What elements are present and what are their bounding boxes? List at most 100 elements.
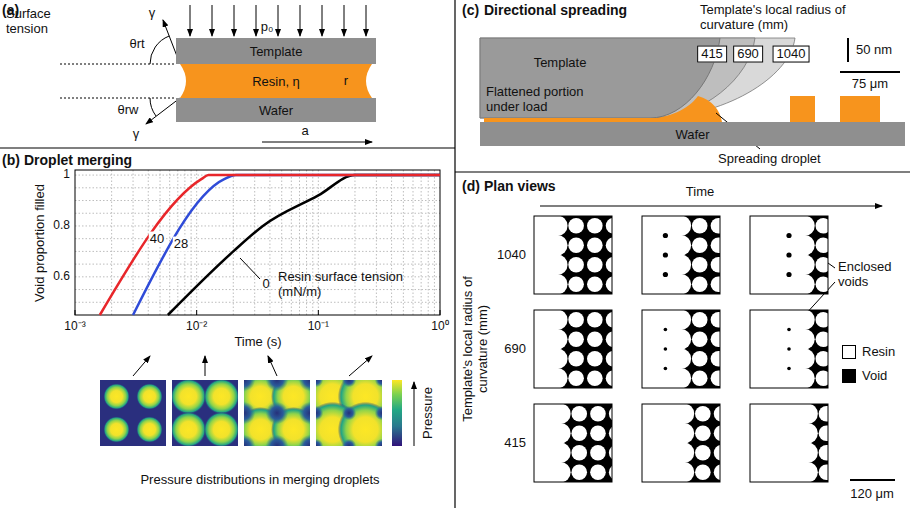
circle-part: [571, 464, 587, 480]
circle-part: [204, 380, 238, 414]
pressure-map: [100, 380, 166, 446]
circle-part: [316, 439, 323, 446]
plan-view: [642, 310, 720, 388]
plan-view-border: [642, 310, 720, 388]
legend-swatch: [842, 345, 856, 359]
color-bar: [392, 380, 402, 446]
figure-label: Time: [686, 185, 714, 200]
rect-part: [840, 96, 880, 122]
circle-part: [794, 310, 814, 330]
circle-part: [103, 416, 129, 442]
figure-label: 75 μm: [852, 77, 888, 92]
plan-view-border: [642, 216, 720, 294]
axis-tick: [75, 310, 76, 315]
circle-part: [692, 351, 708, 367]
circle-part: [819, 425, 828, 441]
circle-part: [671, 235, 691, 255]
grid-line: [233, 170, 234, 315]
circle-part: [587, 276, 603, 292]
grid-line: [75, 200, 440, 201]
line-part: [847, 38, 849, 62]
line-part: [146, 98, 180, 124]
plan-views: [534, 216, 834, 483]
grid-line: [196, 170, 197, 315]
figure-label: 690: [504, 342, 526, 357]
circle-part: [786, 272, 791, 277]
circle-part: [606, 218, 612, 234]
circle-part: [587, 218, 603, 234]
pointer-arrow: [205, 356, 206, 376]
path-part: [150, 98, 156, 116]
grid-line: [413, 170, 414, 315]
figure-label: Template's local radius of curvature (mm…: [700, 3, 875, 33]
circle-part: [664, 367, 668, 371]
pressure-maps: [100, 356, 414, 457]
load-arrows: [190, 5, 366, 36]
plan-view: [750, 310, 828, 388]
figure-label: 10⁰: [431, 320, 448, 334]
line-part: [60, 64, 176, 65]
pointer-arrow: [349, 356, 372, 376]
circle-part: [692, 370, 708, 386]
chart: [75, 170, 440, 315]
plan-view-border: [750, 404, 828, 482]
wafer-block: Wafer: [480, 122, 905, 146]
figure-label: Pressure: [421, 387, 436, 439]
curvature-tag: 415: [697, 46, 727, 63]
circle-part: [674, 443, 694, 463]
circle-part: [816, 351, 828, 367]
load-arrow: [344, 5, 345, 36]
line-part: [455, 171, 910, 172]
circle-part: [692, 237, 708, 253]
grid-line: [269, 170, 270, 315]
figure-label: γ: [149, 6, 156, 21]
circle-part: [695, 406, 711, 422]
circle-part: [172, 380, 206, 414]
load-arrow: [256, 5, 257, 36]
circle-part: [299, 435, 310, 446]
circle-part: [547, 349, 567, 369]
circle-part: [299, 402, 310, 424]
node-label: Resin, η: [252, 74, 300, 89]
pressure-map: [244, 380, 310, 446]
circle-part: [816, 218, 828, 234]
figure-label: Time (s): [234, 335, 281, 350]
panel-heading: (d): [462, 178, 480, 194]
circle-part: [816, 312, 828, 328]
circle-part: [816, 331, 828, 347]
path-part: [480, 38, 795, 118]
circle-part: [568, 331, 584, 347]
circle-part: [794, 329, 814, 349]
circle-part: [136, 416, 162, 442]
plan-view-marks: [540, 206, 895, 480]
circle-part: [571, 406, 587, 422]
grid-line: [75, 289, 440, 290]
circle-part: [711, 312, 720, 328]
circle-part: [547, 274, 567, 294]
circle-part: [587, 370, 603, 386]
circle-part: [568, 351, 584, 367]
figure-label: 28: [173, 236, 189, 251]
plan-view-border: [642, 404, 720, 482]
figure-label: Resin surface tension (mN/m): [278, 270, 428, 300]
circle-part: [338, 402, 382, 446]
rect-part: [534, 216, 612, 294]
figure-label: 10⁻¹: [308, 320, 329, 334]
load-arrow: [366, 5, 367, 36]
legend-text: Resin: [862, 345, 895, 360]
circle-part: [342, 439, 357, 446]
plan-view: [750, 404, 828, 482]
plot-frame: [75, 170, 440, 315]
figure-label: 40: [149, 231, 165, 246]
circle-part: [711, 237, 720, 253]
circle-part: [244, 435, 255, 446]
circle-part: [714, 464, 720, 480]
circle-part: [550, 462, 570, 482]
panel-heading: (c): [462, 2, 479, 18]
circle-part: [816, 276, 828, 292]
circle-part: [816, 257, 828, 273]
grid-line: [75, 213, 440, 214]
data-curve: [100, 175, 440, 315]
shape-fill: [480, 38, 720, 118]
circle-part: [663, 272, 668, 277]
